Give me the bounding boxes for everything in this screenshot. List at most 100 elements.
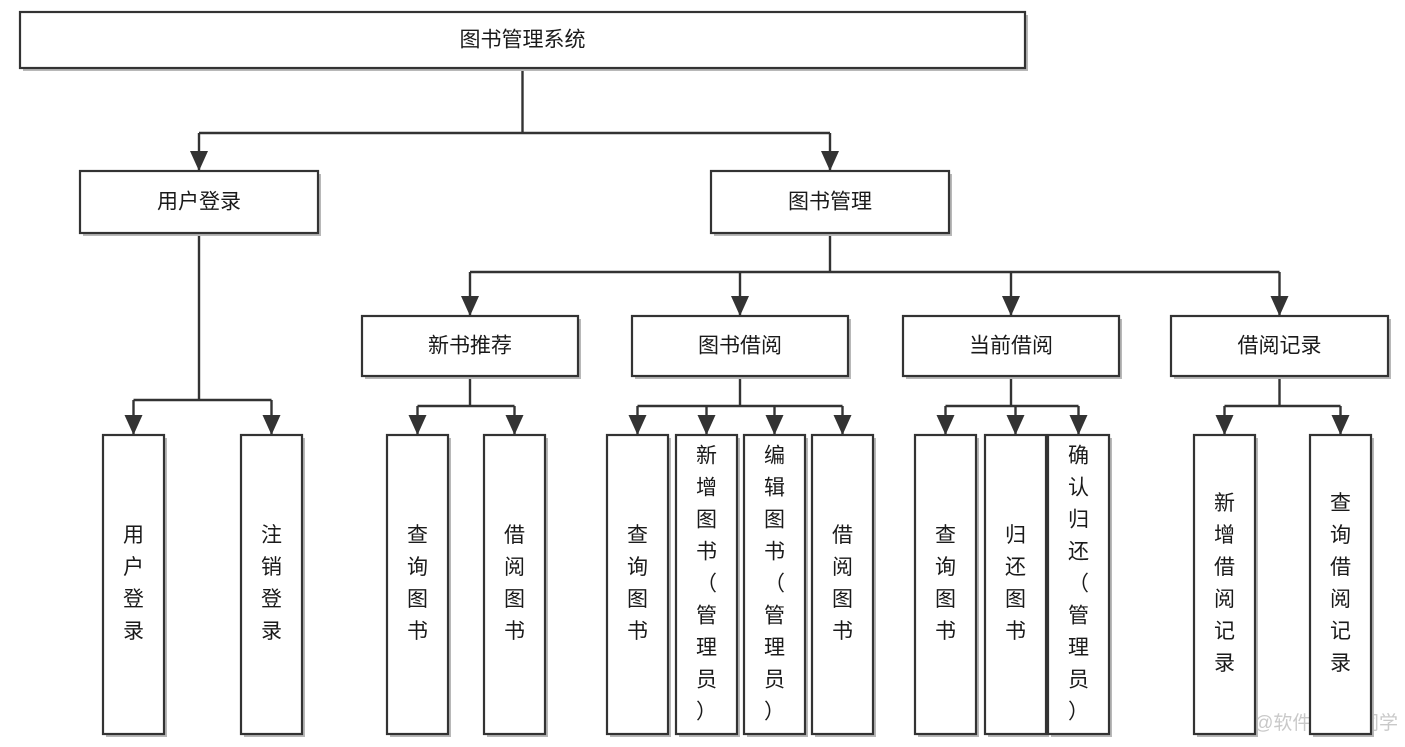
node-label-char: ） (1068, 701, 1089, 724)
node-label: 图书管理 (788, 191, 872, 214)
node-label-char: 询 (407, 556, 428, 579)
arrow-head-icon (833, 415, 852, 435)
node-label-char: 员 (696, 669, 717, 692)
arrow-head-icon (408, 415, 427, 435)
node-root[interactable]: 图书管理系统 (18, 10, 1028, 71)
node-label-char: 查 (627, 524, 648, 547)
connector-layer (124, 68, 1350, 435)
node-label: 新书推荐 (428, 335, 512, 358)
node-label-char: 录 (261, 620, 282, 643)
arrow-head-icon (124, 415, 143, 435)
node-label-char: 书 (627, 620, 648, 643)
arrow-head-icon (461, 296, 479, 316)
node-label-char: 认 (1068, 477, 1089, 500)
node-label-char: 理 (1068, 637, 1089, 660)
node-box (1192, 433, 1257, 736)
node-label-char: 阅 (1330, 588, 1351, 611)
node-label-char: 还 (1068, 541, 1089, 564)
node-label-char: 借 (504, 524, 525, 547)
node-label-char: 管 (696, 605, 717, 628)
node-label-char: 询 (935, 556, 956, 579)
node-box (742, 433, 807, 736)
node-label-char: 书 (764, 541, 785, 564)
node-user-login[interactable]: 用户登录 (78, 169, 321, 236)
node-label-char: 图 (627, 588, 648, 611)
node-label-char: 归 (1068, 509, 1089, 532)
node-box (1308, 433, 1373, 736)
node-label-char: 借 (1214, 556, 1235, 579)
node-label-char: 书 (504, 620, 525, 643)
node-label-char: 增 (696, 477, 717, 500)
node-box (630, 314, 850, 378)
arrow-head-icon (1331, 415, 1350, 435)
node-box (482, 433, 547, 736)
node-label-char: （ (1068, 573, 1089, 596)
node-borrow-record[interactable]: 借阅记录 (1169, 314, 1391, 379)
node-label-char: 书 (935, 620, 956, 643)
node-label: 当前借阅 (969, 335, 1053, 358)
node-label-char: 录 (1214, 652, 1235, 675)
node-label-char: 辑 (764, 477, 785, 500)
node-label-char: 查 (935, 524, 956, 547)
node-box (101, 433, 166, 736)
node-box (605, 433, 670, 736)
node-label-char: 登 (123, 588, 144, 611)
node-label-char: 图 (696, 509, 717, 532)
arrow-head-icon (1006, 415, 1025, 435)
node-box (810, 433, 875, 736)
node-box (674, 433, 739, 736)
arrow-head-icon (821, 151, 839, 171)
node-label-char: 管 (764, 605, 785, 628)
node-label-char: 记 (1214, 620, 1235, 643)
node-label-char: 户 (123, 556, 144, 579)
node-label-char: 书 (832, 620, 853, 643)
node-box (1046, 433, 1111, 736)
node-label: 图书管理系统 (460, 29, 586, 52)
node-new-book-recommend[interactable]: 新书推荐 (360, 314, 581, 379)
arrow-head-icon (1002, 296, 1020, 316)
node-box (18, 10, 1027, 70)
node-label-char: 销 (261, 556, 282, 579)
node-label-char: 图 (504, 588, 525, 611)
node-box (239, 433, 304, 736)
arrow-head-icon (190, 151, 208, 171)
node-label-char: 查 (407, 524, 428, 547)
arrow-head-icon (262, 415, 281, 435)
node-label-char: 阅 (832, 556, 853, 579)
node-label-char: 登 (261, 588, 282, 611)
node-label-char: 记 (1330, 620, 1351, 643)
arrow-head-icon (1270, 296, 1289, 316)
node-label-char: 新 (1214, 492, 1235, 515)
arrow-head-icon (628, 415, 647, 435)
node-label-char: 录 (1330, 652, 1351, 675)
node-box (913, 433, 978, 736)
node-label-char: 询 (1330, 524, 1351, 547)
node-box (983, 433, 1048, 736)
node-label-char: 理 (764, 637, 785, 660)
node-label-char: （ (696, 573, 717, 596)
node-leaf-user-login[interactable]: 用户登录 (101, 433, 167, 737)
node-label-char: 询 (627, 556, 648, 579)
node-current-borrow[interactable]: 当前借阅 (901, 314, 1122, 379)
node-label-char: 用 (123, 524, 144, 547)
node-label-char: 图 (935, 588, 956, 611)
node-label-char: ） (696, 701, 717, 724)
node-label-char: ） (764, 701, 785, 724)
arrow-head-icon (731, 296, 749, 316)
node-book-management[interactable]: 图书管理 (709, 169, 952, 236)
node-book-borrow[interactable]: 图书借阅 (630, 314, 851, 379)
